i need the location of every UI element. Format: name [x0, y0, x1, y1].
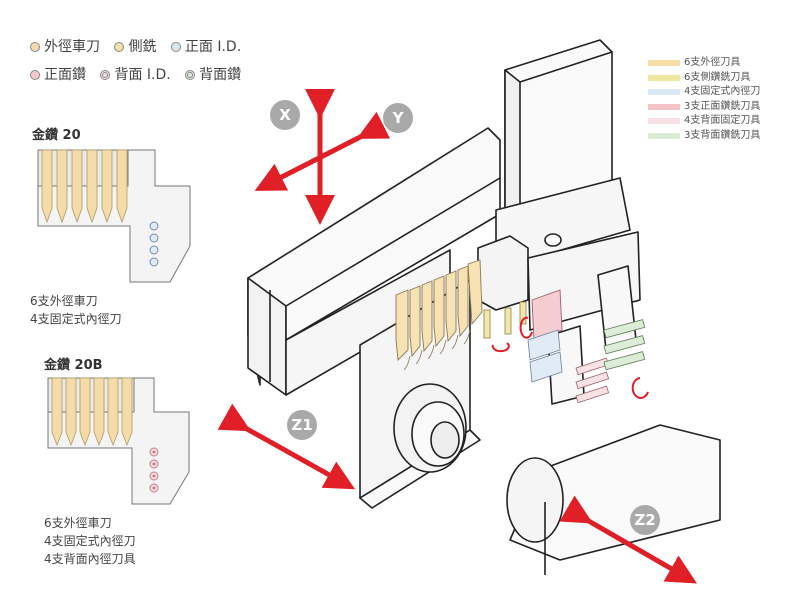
tool-legend-top-line2: 正面鑽 背面 I.D. 背面鑽: [30, 68, 241, 82]
yellow-circle-icon: [114, 42, 125, 52]
ring-circle-icon: [100, 70, 111, 80]
color-swatch: [648, 118, 680, 124]
legend-side-milling: 側銑: [114, 39, 156, 55]
z1-axis-arrow: [217, 403, 356, 490]
y-axis-badge: Y: [383, 103, 413, 133]
model-b-description: 6支外徑車刀 4支固定式內徑刀 4支背面內徑刀具: [44, 516, 136, 566]
legend-front-id: 正面 I.D.: [170, 39, 241, 55]
color-swatch: [648, 103, 680, 110]
legend-od-turning: 外徑車刀: [30, 39, 100, 55]
legend-back-id: 背面 I.D.: [100, 67, 171, 83]
color-swatch: [648, 74, 680, 81]
model-a-description: 6支外徑車刀 4支固定式內徑刀: [30, 294, 122, 326]
yellow-circle-icon: [30, 42, 40, 52]
model-b-tool-layout: [47, 377, 190, 505]
model-b-title: 金鑽 20B: [44, 358, 103, 373]
model-a-tool-layout: [37, 149, 191, 283]
ring-circle-icon: [185, 70, 196, 80]
tool-legend-top-line1: 外徑車刀 側銑 正面 I.D.: [30, 40, 241, 54]
z1-axis-badge: Z1: [287, 410, 317, 440]
y-axis-arrow: [254, 111, 391, 191]
z2-axis-badge: Z2: [630, 505, 660, 535]
x-axis-badge: X: [270, 100, 300, 130]
legend-front-drilling: 正面鑽: [30, 67, 86, 83]
pink-circle-icon: [30, 70, 40, 80]
color-swatch: [648, 89, 680, 95]
color-swatch: [648, 132, 680, 139]
color-swatch: [648, 60, 680, 66]
blue-circle-icon: [170, 42, 181, 52]
z2-axis-arrow: [559, 495, 697, 584]
legend-back-drilling: 背面鑽: [185, 67, 241, 83]
model-a-title: 金鑽 20: [32, 128, 81, 143]
